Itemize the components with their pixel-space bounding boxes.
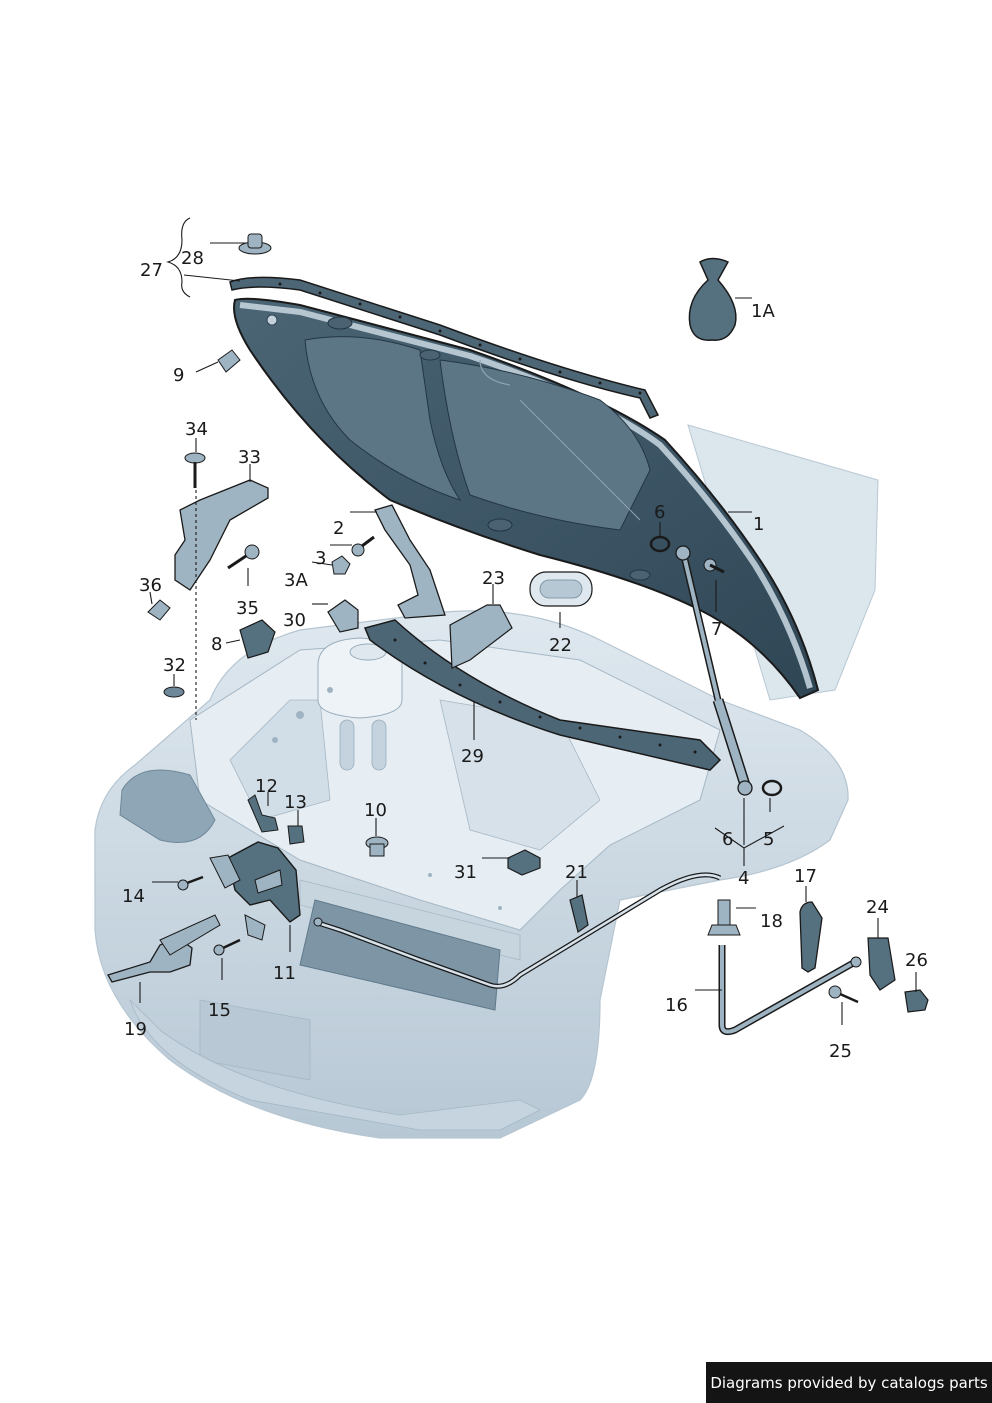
bolt-icon: [184, 452, 206, 488]
handle-icon: [799, 901, 823, 973]
label-31: 31: [454, 862, 477, 883]
label-26: 26: [905, 950, 928, 971]
clip-icon: [147, 599, 171, 621]
label-10: 10: [364, 800, 387, 821]
clip-icon: [904, 989, 929, 1013]
bracket-icon: [867, 937, 896, 991]
label-6-bottom: 6: [722, 829, 733, 850]
label-25: 25: [829, 1041, 852, 1062]
hinge-icon: [374, 504, 446, 619]
grommet-icon: [707, 899, 741, 936]
catch-icon: [507, 849, 541, 876]
label-13: 13: [284, 792, 307, 813]
label-28: 28: [181, 248, 204, 269]
label-1A: 1A: [751, 301, 775, 322]
label-18: 18: [760, 911, 783, 932]
label-11: 11: [273, 963, 296, 984]
bolt-icon: [351, 535, 375, 557]
label-1: 1: [753, 514, 764, 535]
label-21: 21: [565, 862, 588, 883]
bag-icon: [688, 257, 737, 341]
label-3A: 3A: [284, 570, 308, 591]
label-15: 15: [208, 1000, 231, 1021]
label-27: 27: [140, 260, 163, 281]
label-17: 17: [794, 866, 817, 887]
label-4: 4: [738, 868, 749, 889]
label-6-top: 6: [654, 502, 665, 523]
label-12: 12: [255, 776, 278, 797]
bracket-icon: [174, 479, 269, 591]
clip-icon: [569, 894, 589, 933]
bolt-icon: [177, 875, 204, 891]
label-3: 3: [315, 548, 326, 569]
release-rod-icon: [718, 945, 862, 1036]
clip-icon: [238, 233, 272, 255]
label-36: 36: [139, 575, 162, 596]
gas-strut-icon: [675, 545, 753, 796]
leader-lines: [139, 217, 917, 1025]
label-2: 2: [333, 518, 344, 539]
label-30: 30: [283, 610, 306, 631]
nut-icon: [331, 555, 351, 575]
hood-panel-icon: [233, 297, 820, 700]
label-34: 34: [185, 419, 208, 440]
label-5: 5: [763, 829, 774, 850]
bolt-icon: [828, 985, 859, 1004]
bolt-icon: [213, 938, 241, 956]
buffer-icon: [239, 619, 276, 659]
label-29: 29: [461, 746, 484, 767]
release-lever-icon: [107, 914, 221, 983]
pad-icon: [529, 571, 593, 607]
grommet-icon: [163, 686, 185, 698]
cable-icon: [313, 872, 722, 989]
buffer-icon: [365, 836, 389, 857]
label-24: 24: [866, 897, 889, 918]
latch-icon: [209, 841, 301, 941]
bracket-icon: [327, 599, 359, 633]
clip-icon: [247, 794, 305, 845]
label-23: 23: [482, 568, 505, 589]
label-33: 33: [238, 447, 261, 468]
label-9: 9: [173, 365, 184, 386]
bracket-icon: [449, 604, 513, 669]
label-8: 8: [211, 634, 222, 655]
label-19: 19: [124, 1019, 147, 1040]
callout-labels: 28 27 1A 9 34 33 2 3 3A 36 35 30 8 23 22…: [122, 248, 928, 1062]
label-35: 35: [236, 598, 259, 619]
circlip-icon: [761, 779, 783, 797]
label-16: 16: [665, 995, 688, 1016]
label-22: 22: [549, 635, 572, 656]
reservoir-icon: [317, 637, 403, 771]
label-32: 32: [163, 655, 186, 676]
credit-banner: Diagrams provided by catalogs parts: [706, 1362, 992, 1403]
label-7: 7: [711, 619, 722, 640]
label-14: 14: [122, 886, 145, 907]
seal-strip-icon: [229, 276, 722, 771]
circlip-icon: [649, 535, 671, 553]
bump-stop-icon: [217, 349, 241, 373]
bolt-icon: [227, 544, 260, 570]
ball-stud-icon: [703, 558, 725, 574]
